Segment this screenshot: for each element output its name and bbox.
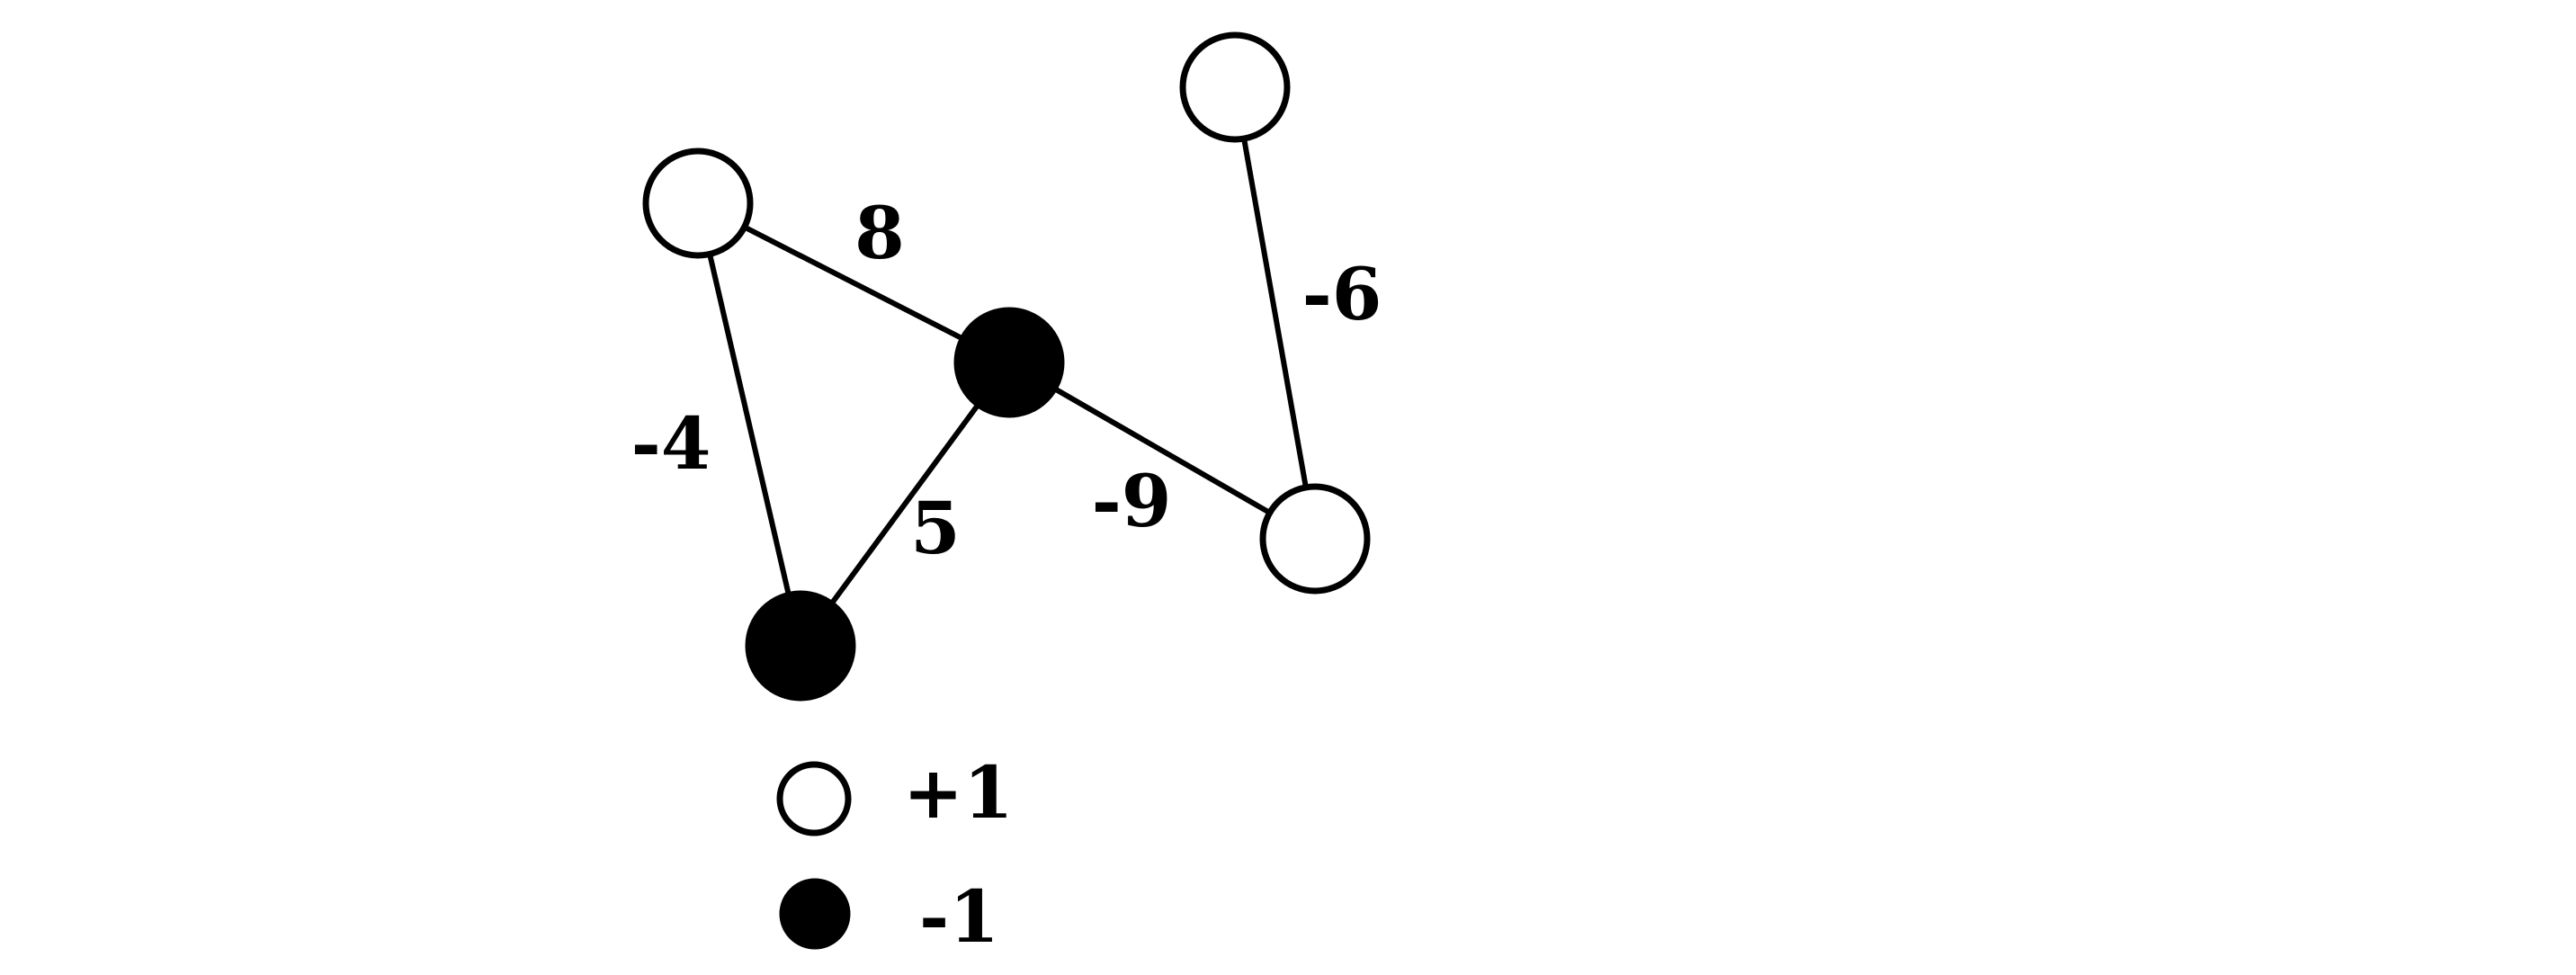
edge-n1-n3 xyxy=(696,201,1011,365)
node-n3 xyxy=(953,307,1065,418)
node-n1 xyxy=(642,148,754,259)
edges xyxy=(695,86,1318,648)
edge-weight-label: -6 xyxy=(1302,252,1382,336)
edge-n1-n4 xyxy=(695,202,803,647)
legend: +1 -1 xyxy=(776,750,1014,959)
edge-weight-label: -9 xyxy=(1092,459,1172,543)
edge-n3-n5 xyxy=(1007,360,1317,541)
edge-weight-label: 8 xyxy=(854,191,905,275)
legend-black-marker xyxy=(779,878,851,950)
edge-weight-label: -4 xyxy=(631,401,711,486)
edge-weight-label: 5 xyxy=(910,486,961,570)
edge-n3-n4 xyxy=(798,361,1012,648)
node-n2 xyxy=(1179,31,1291,143)
node-n4 xyxy=(745,590,856,702)
nodes xyxy=(642,31,1371,702)
edge-n2-n5 xyxy=(1232,86,1318,540)
edge-labels: 8 -4 5 -9 -6 xyxy=(631,191,1382,570)
legend-white-label: +1 xyxy=(903,750,1014,835)
legend-white-marker xyxy=(776,761,852,836)
legend-black-label: -1 xyxy=(919,874,999,959)
node-n5 xyxy=(1259,483,1371,595)
